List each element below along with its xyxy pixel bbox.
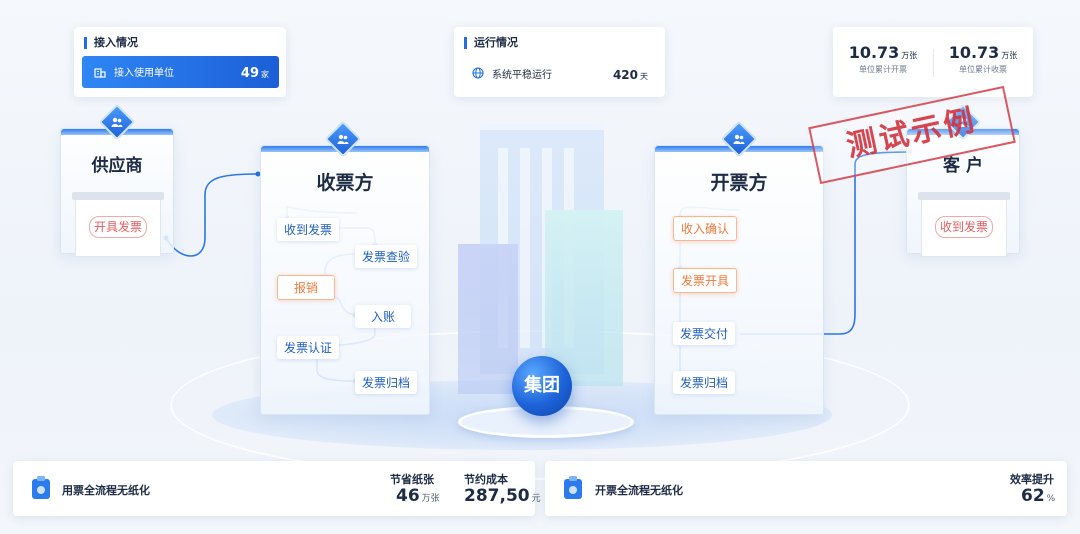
total-issued-unit: 万张 [901, 51, 918, 60]
clipboard-icon [32, 476, 50, 499]
step-verify-invoice[interactable]: 发票查验 [355, 245, 418, 268]
totals-divider [933, 49, 934, 77]
buildings-illustration [458, 124, 623, 394]
total-issued-label: 单位累计开票 [859, 65, 907, 74]
paper-saved-label: 节省纸张 [390, 473, 434, 486]
runtime-row-label: 系统平稳运行 [492, 70, 552, 81]
supplier-badge-icon [98, 103, 136, 141]
step-certify-invoice[interactable]: 发票认证 [277, 336, 340, 359]
step-book-entry[interactable]: 入账 [355, 305, 412, 328]
total-issued-value: 10.73 [848, 43, 900, 62]
access-unit: 家 [261, 70, 269, 79]
total-received-unit: 万张 [1001, 51, 1018, 60]
issuer-badge-icon [720, 120, 758, 158]
cost-saved-unit: 元 [531, 494, 541, 504]
bottom-left-label: 用票全流程无纸化 [62, 484, 150, 497]
runtime-days: 420 [612, 68, 638, 82]
paper-saved-value: 46 [396, 486, 420, 506]
supplier-title: 供应商 [91, 156, 143, 176]
customer-invoice-box: 收到发票 [918, 192, 1010, 257]
supplier-stamp: 开具发票 [89, 216, 147, 238]
efficiency-label: 效率提升 [1010, 473, 1054, 486]
step-reimburse[interactable]: 报销 [277, 275, 336, 300]
step-archive-received[interactable]: 发票归档 [355, 371, 418, 394]
step-archive-issued[interactable]: 发票归档 [673, 371, 736, 394]
receiver-title: 收票方 [316, 172, 374, 194]
cost-saved-label: 节约成本 [464, 473, 508, 486]
access-title: 接入情况 [84, 37, 138, 49]
building-icon [94, 68, 106, 78]
bottom-right-label: 开票全流程无纸化 [595, 484, 683, 497]
clipboard-icon [564, 476, 582, 499]
runtime-unit: 天 [640, 72, 648, 81]
step-issue-invoice[interactable]: 发票开具 [673, 268, 738, 293]
access-count: 49 [240, 66, 259, 81]
total-received-label: 单位累计收票 [959, 65, 1007, 74]
cost-saved-value: 287,50 [464, 486, 530, 506]
step-receive-invoice[interactable]: 收到发票 [277, 218, 340, 241]
group-node[interactable]: 集团 [512, 356, 572, 416]
efficiency-value: 62 [1021, 486, 1045, 506]
issuer-title: 开票方 [710, 172, 768, 194]
receiver-badge-icon [324, 120, 362, 158]
supplier-panel: 供应商 开具发票 [60, 128, 174, 257]
customer-stamp: 收到发票 [935, 216, 993, 238]
access-row-label: 接入使用单位 [114, 68, 174, 79]
paper-saved-unit: 万张 [421, 494, 440, 504]
bottom-right-card: 开票全流程无纸化 效率提升 62% [545, 461, 1067, 516]
efficiency-unit: % [1046, 494, 1056, 504]
customer-badge-icon [944, 103, 982, 141]
runtime-title: 运行情况 [464, 37, 518, 49]
total-received-value: 10.73 [948, 43, 1000, 62]
step-deliver-invoice[interactable]: 发票交付 [673, 322, 736, 345]
efficiency: 62% [1021, 486, 1055, 506]
step-revenue-confirm[interactable]: 收入确认 [673, 216, 738, 241]
customer-title: 客 户 [943, 156, 983, 176]
globe-icon [472, 67, 484, 79]
supplier-invoice-box: 开具发票 [72, 192, 164, 257]
